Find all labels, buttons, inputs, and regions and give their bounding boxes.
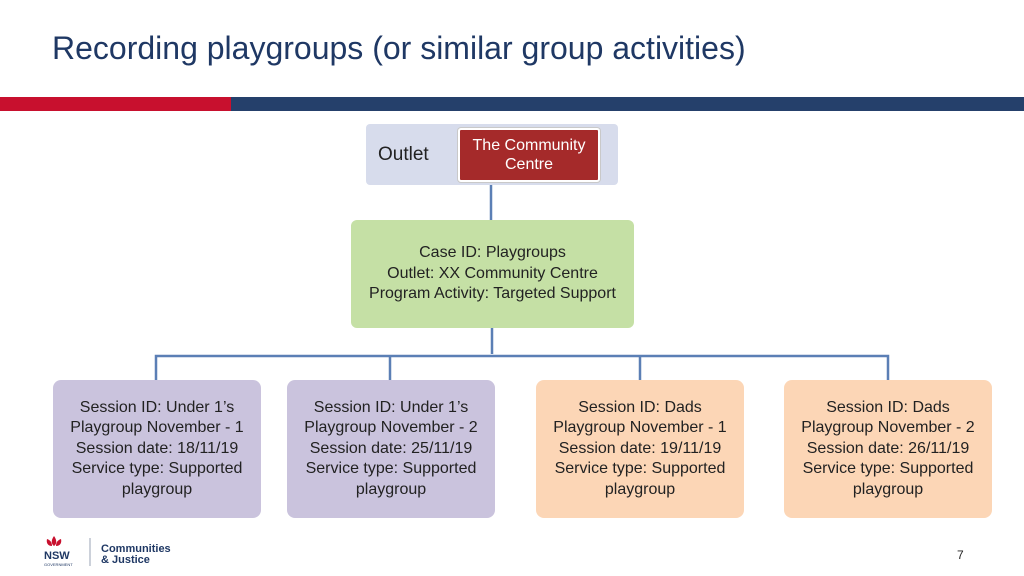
session-id: Session ID: Dads: [826, 398, 950, 416]
session-service-type: Service type: Supported: [305, 460, 477, 478]
session-date: Session date: 19/11/19: [558, 439, 722, 457]
session-id: Session ID: Under 1’s: [79, 398, 235, 416]
session-service-type-cont: playgroup: [355, 480, 427, 498]
session-service-type: Service type: Supported: [554, 460, 726, 478]
header-accent-navy-bar: [231, 97, 1024, 111]
session-service-type-cont: playgroup: [852, 480, 924, 498]
session-id: Session ID: Under 1’s: [313, 398, 469, 416]
community-centre-line2: Centre: [504, 156, 554, 173]
session-service-type-cont: playgroup: [121, 480, 193, 498]
nsw-logo-text: NSW: [44, 550, 70, 562]
org-name-line1: Communities: [101, 543, 171, 555]
header-accent-red-bar: [0, 97, 231, 111]
nsw-waratah-logo: NSW GOVERNMENT: [44, 536, 91, 567]
session-id-cont: Playgroup November - 2: [304, 419, 478, 437]
session-date: Session date: 25/11/19: [309, 439, 473, 457]
session-id-cont: Playgroup November - 2: [801, 419, 975, 437]
session-service-type: Service type: Supported: [71, 460, 243, 478]
session-service-type-cont: playgroup: [604, 480, 676, 498]
session-id-cont: Playgroup November - 1: [553, 419, 727, 437]
session-service-type: Service type: Supported: [802, 460, 974, 478]
community-centre-node: The Community Centre: [458, 128, 600, 182]
session-node-2: Session ID: Under 1’s Playgroup November…: [287, 380, 495, 518]
case-node: Case ID: Playgroups Outlet: XX Community…: [351, 220, 634, 328]
outlet-label: Outlet: [378, 144, 429, 165]
org-name-line2: & Justice: [101, 554, 150, 566]
org-name: Communities & Justice: [101, 544, 171, 566]
case-outlet: Outlet: XX Community Centre: [387, 264, 598, 282]
session-id: Session ID: Dads: [578, 398, 702, 416]
session-node-1: Session ID: Under 1’s Playgroup November…: [53, 380, 261, 518]
page-number: 7: [957, 548, 964, 562]
session-node-4: Session ID: Dads Playgroup November - 2 …: [784, 380, 992, 518]
session-id-cont: Playgroup November - 1: [70, 419, 244, 437]
session-date: Session date: 18/11/19: [75, 439, 239, 457]
slide-title: Recording playgroups (or similar group a…: [52, 30, 746, 66]
nsw-logo-gov-text: GOVERNMENT: [44, 562, 73, 567]
session-node-3: Session ID: Dads Playgroup November - 1 …: [536, 380, 744, 518]
case-id: Case ID: Playgroups: [419, 244, 566, 262]
case-program-activity: Program Activity: Targeted Support: [369, 285, 616, 303]
session-date: Session date: 26/11/19: [806, 439, 970, 457]
connector-horizontal-branch: [154, 354, 890, 380]
community-centre-line1: The Community: [472, 137, 586, 154]
